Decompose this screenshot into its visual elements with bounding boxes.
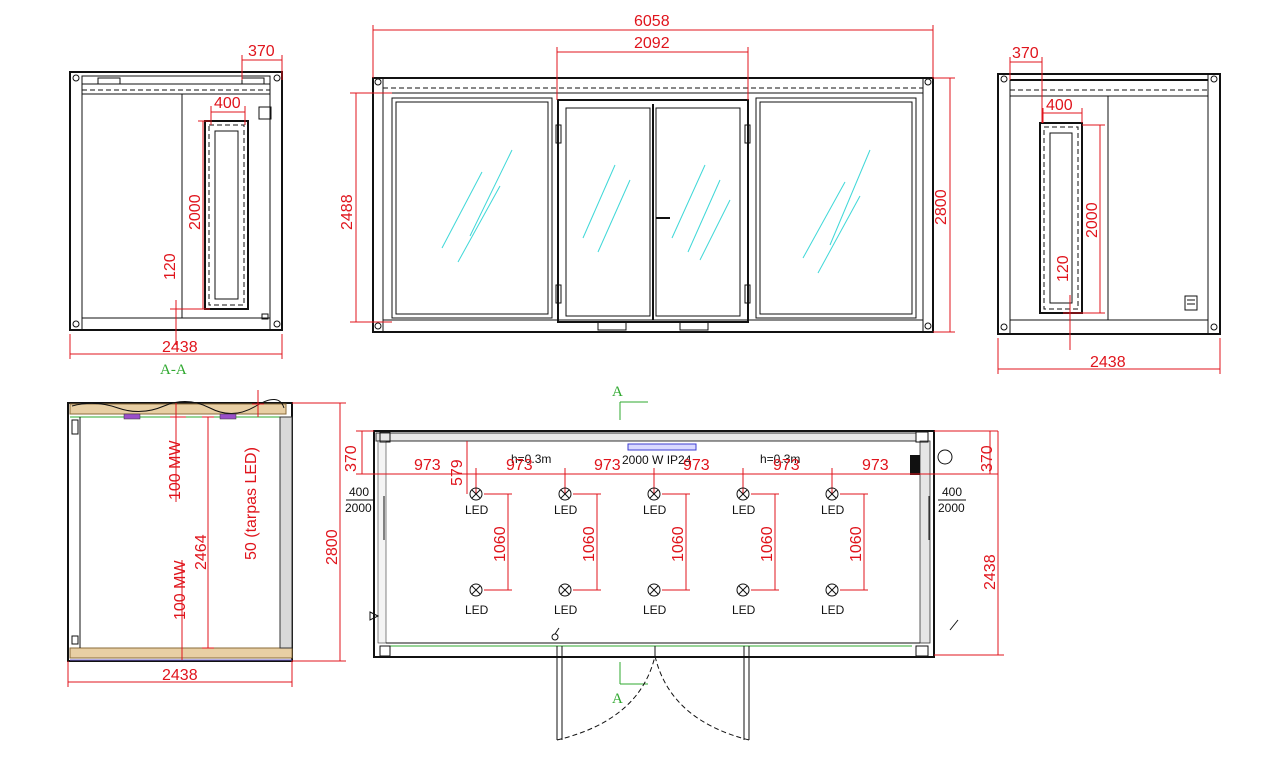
front-elevation-view: 6058 2092 2488 2800 [339, 13, 955, 333]
light-row-dimensions: 1060 1060 1060 1060 1060 [484, 493, 868, 591]
heater-right-height: h=0.3m [760, 452, 800, 466]
led-label: LED [643, 503, 667, 517]
spacing-dim-3: 973 [594, 457, 621, 474]
right-window-width-label: 400 [942, 485, 962, 499]
right-width-dim: 2438 [1090, 354, 1126, 371]
heater-label: 2000 W IP24 [622, 453, 692, 467]
row-spacing-dim-1: 1060 [492, 526, 509, 562]
spacing-dim-1: 973 [414, 457, 441, 474]
row-spacing-dim-4: 1060 [759, 526, 776, 562]
heater-left-height: h=0.3m [511, 452, 551, 466]
front-glass-height-dim: 2488 [339, 194, 356, 230]
left-width-dim: 2438 [162, 339, 198, 356]
section-height-dim: 2800 [324, 529, 341, 565]
row-spacing-dim-5: 1060 [848, 526, 865, 562]
row-spacing-dim-3: 1060 [670, 526, 687, 562]
led-label: LED [821, 503, 845, 517]
section-led-space: 50 (tarpas LED) [243, 447, 260, 560]
floor-plan-view: A A 2000 W IP24 h=0.3m h=0.3m 973 9 [343, 384, 1004, 741]
right-top-offset-dim: 370 [1012, 45, 1039, 62]
entrance-door [551, 627, 750, 741]
led-row-top: LED LED LED LED LED [465, 487, 845, 517]
section-mark-top: A [612, 384, 623, 400]
left-sill-dim: 120 [162, 253, 179, 280]
spacing-dim-6: 973 [862, 457, 889, 474]
right-window-height-dim: 2000 [1084, 202, 1101, 238]
spacing-dim-2: 973 [506, 457, 533, 474]
left-window-height-dim: 2000 [187, 194, 204, 230]
left-window-height-label: 2000 [345, 501, 372, 515]
section-width-dim: 2438 [162, 667, 198, 684]
section-mark-bottom: A [612, 691, 623, 707]
front-door-width-dim: 2092 [634, 35, 670, 52]
left-window-width-label: 400 [349, 485, 369, 499]
plan-wall-offset-dim: 370 [343, 445, 360, 472]
led-label: LED [465, 503, 489, 517]
right-elevation-view: 400 370 2000 120 2438 [997, 45, 1221, 374]
right-sill-dim: 120 [1055, 255, 1072, 282]
led-label: LED [465, 603, 489, 617]
section-title: A-A [160, 362, 187, 378]
spacing-dim-5: 973 [773, 457, 800, 474]
spacing-dim-4: 973 [683, 457, 710, 474]
led-label: LED [643, 603, 667, 617]
left-top-offset-dim: 370 [248, 43, 275, 60]
right-window-width-dim: 400 [1046, 97, 1073, 114]
led-label: LED [554, 503, 578, 517]
led-label: LED [554, 603, 578, 617]
section-floor-insulation: 100 MW [172, 560, 189, 620]
led-label: LED [732, 503, 756, 517]
led-label: LED [732, 603, 756, 617]
front-length-dim: 6058 [634, 13, 670, 30]
right-window-height-label: 2000 [938, 501, 965, 515]
front-height-dim: 2800 [933, 189, 950, 225]
led-row-bottom: LED LED LED LED LED [465, 583, 845, 617]
left-window-width-dim: 400 [214, 95, 241, 112]
section-roof-insulation: 100 MW [167, 440, 184, 500]
plan-right-offset-dim: 370 [979, 445, 996, 472]
led-label: LED [821, 603, 845, 617]
cable-offset-dim: 579 [449, 459, 466, 486]
section-inner-height: 2464 [193, 534, 210, 570]
left-elevation-view: 400 370 2000 120 2438 [69, 43, 283, 359]
row-spacing-dim-2: 1060 [581, 526, 598, 562]
plan-width-dim: 2438 [982, 554, 999, 590]
section-a-a-view: A-A 100 MW 100 MW 2464 50 (tarpas LED) 2… [67, 362, 346, 687]
